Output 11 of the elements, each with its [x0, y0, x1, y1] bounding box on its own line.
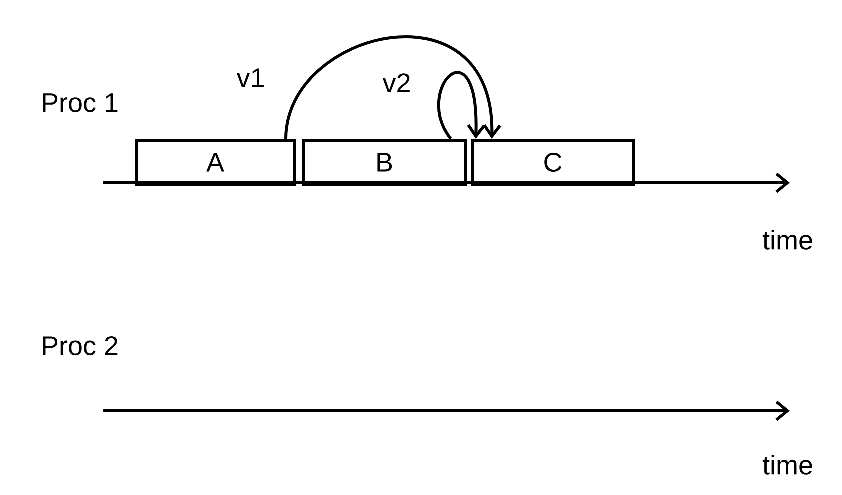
arrow: [438, 71, 486, 140]
axis-label: Proc 2: [43, 336, 118, 356]
edge-label: v1: [236, 68, 264, 88]
task-box: B: [302, 139, 467, 186]
task-box: A: [135, 139, 296, 186]
axis-label: time: [762, 455, 812, 475]
arrow: [284, 36, 502, 140]
axis-label: Proc 1: [43, 94, 118, 112]
edge-label: v2: [382, 74, 410, 92]
task-box: C: [471, 139, 635, 186]
axis-label: time: [762, 230, 812, 250]
